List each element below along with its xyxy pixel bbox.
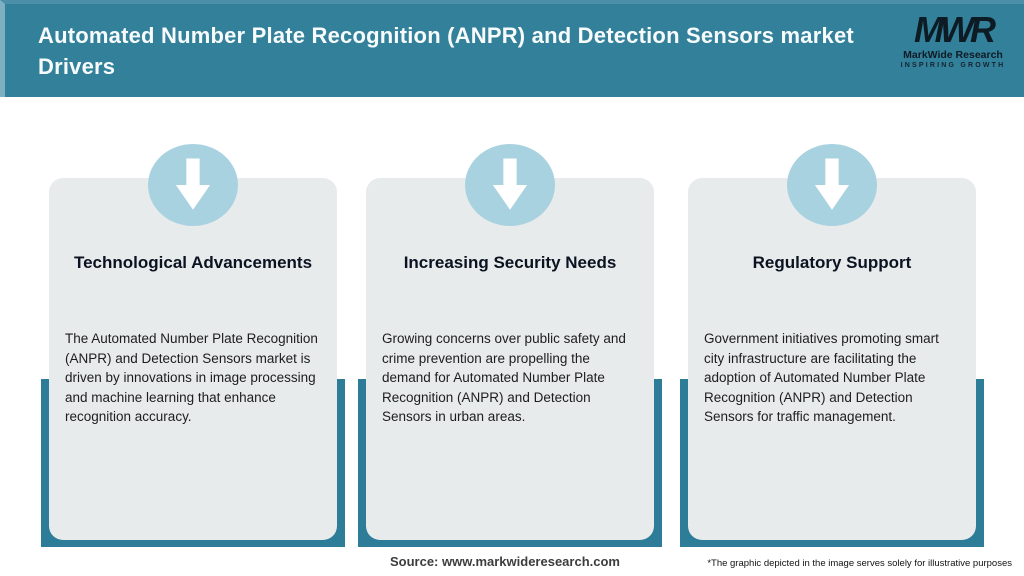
source-text: Source: www.markwideresearch.com (389, 554, 620, 569)
mwr-monogram: MWR (914, 9, 996, 50)
down-arrow-icon (148, 144, 238, 226)
page-title-line-1: Automated Number Plate Recognition (ANPR… (38, 23, 854, 48)
page-title-line-2: Drivers (38, 54, 116, 79)
down-arrow-icon (465, 144, 555, 226)
down-arrow-glyph (814, 158, 850, 210)
card-title: Regulatory Support (752, 253, 912, 272)
down-arrow-glyph (492, 158, 528, 210)
card-body: Government initiatives promoting smart c… (704, 331, 939, 424)
logo-tagline: INSPIRING GROWTH (900, 62, 1006, 69)
card-body: The Automated Number Plate Recognition (… (65, 331, 318, 424)
card-title: Technological Advancements (73, 253, 313, 272)
markwide-research-logo: MWR MarkWide Research INSPIRING GROWTH (898, 12, 1008, 70)
card-body: Growing concerns over public safety and … (382, 331, 626, 424)
down-arrow-glyph (175, 158, 211, 210)
driver-card-regulatory-support: Regulatory Support Government initiative… (688, 178, 976, 540)
driver-card-technological-advancements: Technological Advancements The Automated… (49, 178, 337, 540)
logo-name: MarkWide Research (903, 49, 1003, 61)
page-title: Automated Number Plate Recognition (ANPR… (38, 20, 878, 82)
header-banner: Automated Number Plate Recognition (ANPR… (0, 0, 1024, 97)
driver-card-increasing-security-needs: Increasing Security Needs Growing concer… (366, 178, 654, 540)
down-arrow-icon (787, 144, 877, 226)
disclaimer-text: *The graphic depicted in the image serve… (707, 558, 1012, 569)
card-title: Increasing Security Needs (403, 253, 617, 272)
